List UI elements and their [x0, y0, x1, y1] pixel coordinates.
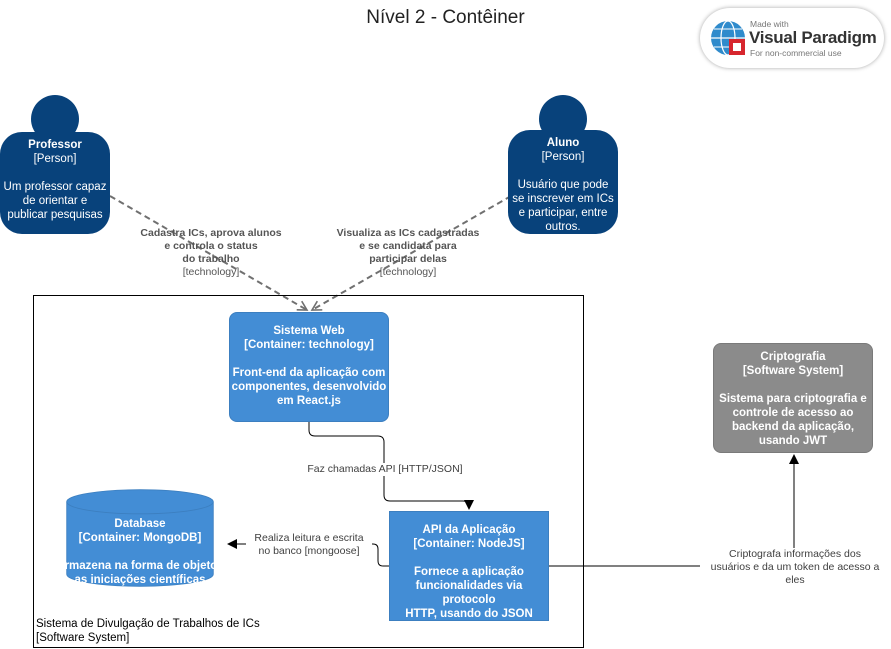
badge-name: Visual Paradigm: [749, 28, 877, 47]
aluno-name: Aluno: [546, 137, 580, 149]
container-database[interactable]: Database [Container: MongoDB] Armazena n…: [54, 517, 226, 601]
edge-professor-web: [109, 195, 309, 311]
aluno-description-line: se inscrever em ICs: [512, 193, 614, 205]
relationship-text: Criptografa informações dos: [729, 548, 861, 560]
aluno-description-line: e participar, entre: [518, 207, 608, 219]
boundary-type: [Software System]: [36, 632, 130, 644]
database-description-line: criadas.: [118, 588, 162, 600]
relationship-text: Faz chamadas API [HTTP/JSON]: [307, 463, 463, 475]
relationship-text: [technology]: [182, 266, 240, 278]
relationship-text: participar delas: [369, 253, 447, 265]
professor-description-line: Um professor capaz: [3, 181, 107, 193]
cripto-description-line: backend da aplicação,: [731, 421, 855, 433]
badge-subtitle: For non-commercial use: [750, 48, 842, 58]
relationship-text: Realiza leitura e escrita: [254, 532, 364, 544]
professor-description-line: de orientar e: [22, 195, 88, 207]
label-web-api: Faz chamadas API [HTTP/JSON]: [300, 463, 470, 476]
web-description-line: Front-end da aplicação com: [232, 367, 386, 379]
system-criptografia[interactable]: Criptografia [Software System] Sistema p…: [713, 343, 873, 453]
relationship-text: e se candidata para: [359, 240, 457, 252]
system-boundary-label: Sistema de Divulgação de Trabalhos de IC…: [36, 617, 260, 645]
cripto-name: Criptografia: [760, 351, 826, 363]
container-sistema-web[interactable]: Sistema Web [Container: technology] Fron…: [229, 312, 389, 422]
relationship-text: Visualiza as ICs cadastradas: [336, 227, 480, 239]
cripto-description-line: usando JWT: [758, 435, 828, 447]
professor-name: Professor: [28, 139, 82, 151]
diagram-title: Nível 2 - Contêiner: [366, 7, 525, 28]
label-aluno-web: Visualiza as ICs cadastradas e se candid…: [323, 227, 493, 279]
relationship-text: e controla o status: [164, 240, 258, 252]
globe-logo-icon: [711, 20, 745, 56]
database-name: Database: [114, 518, 166, 530]
professor-description-line: publicar pesquisas: [7, 209, 103, 221]
boundary-name: Sistema de Divulgação de Trabalhos de IC…: [36, 618, 260, 630]
relationship-text: Cadastra ICs, aprova alunos: [140, 227, 282, 239]
api-description-line: funcionalidades via protocolo: [415, 580, 523, 606]
web-name: Sistema Web: [273, 325, 345, 337]
database-description-line: Armazena na forma de objetos: [56, 560, 224, 572]
edge-aluno-web: [310, 195, 512, 311]
api-type: [Container: NodeJS]: [413, 538, 525, 550]
cripto-description-line: Sistema para criptografia e: [719, 393, 867, 405]
api-description-line: Fornece a aplicação: [414, 566, 524, 578]
api-description-line: HTTP, usando do JSON: [405, 608, 533, 620]
person-professor[interactable]: Professor [Person] Um professor capaz de…: [0, 132, 110, 234]
database-cylinder-icon: [66, 489, 214, 587]
database-type: [Container: MongoDB]: [78, 532, 202, 544]
badge-made-with: Made with: [750, 19, 789, 29]
label-api-db: Realiza leitura e escrita no banco [mong…: [246, 532, 372, 558]
aluno-description-line: Usuário que pode: [517, 179, 609, 191]
relationship-text: do trabalho: [182, 253, 240, 265]
relationship-text: no banco [mongoose]: [258, 545, 360, 557]
cripto-type: [Software System]: [742, 365, 844, 377]
professor-type: [Person]: [33, 153, 77, 165]
cripto-description-line: controle de acesso ao: [732, 407, 854, 419]
label-api-cripto: Criptografa informações dos usuários e d…: [700, 548, 890, 587]
system-boundary: [33, 295, 584, 648]
relationship-text: [technology]: [379, 266, 437, 278]
label-professor-web: Cadastra ICs, aprova alunos e controla o…: [126, 227, 296, 279]
aluno-type: [Person]: [541, 151, 585, 163]
container-api[interactable]: API da Aplicação [Container: NodeJS] For…: [389, 511, 549, 621]
relationship-text: usuários e da um token de acesso a: [710, 561, 880, 573]
web-type: [Container: technology]: [244, 339, 374, 351]
api-name: API da Aplicação: [422, 524, 516, 536]
person-aluno[interactable]: Aluno [Person] Usuário que pode se inscr…: [508, 130, 618, 234]
visual-paradigm-badge: Made with Visual Paradigm For non-commer…: [700, 8, 884, 68]
web-description-line: em React.js: [277, 395, 341, 407]
web-description-line: componentes, desenvolvido: [231, 381, 387, 393]
database-description-line: as iniciações científicas: [74, 574, 206, 586]
relationship-text: eles: [785, 574, 805, 586]
edge-api-db: [227, 539, 389, 567]
aluno-description-line: outros.: [545, 221, 581, 233]
